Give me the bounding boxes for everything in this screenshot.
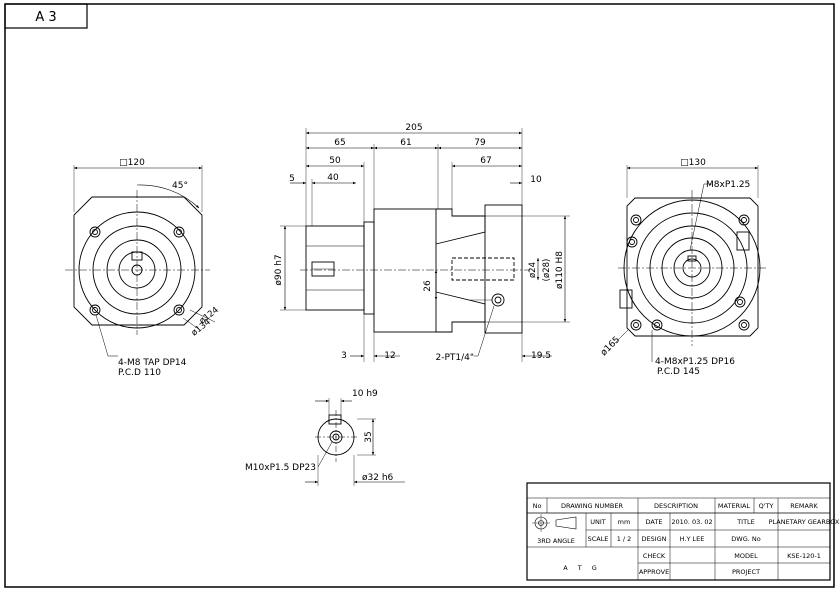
rear-pcd-note: P.C.D 145 — [657, 367, 700, 377]
shaft-height-dim: 35 — [364, 431, 374, 442]
shaft-end-view — [305, 398, 405, 486]
rear-bolt-hole — [738, 319, 750, 331]
dim-61: 61 — [400, 138, 411, 148]
rear-bolt-hole — [626, 236, 638, 248]
front-tap-hole — [173, 304, 185, 316]
rear-bolt-hole — [651, 319, 663, 331]
tb-design-value: H.Y LEE — [680, 535, 705, 543]
tb-approve-label: APPROVE — [639, 568, 669, 576]
tb-date-value: 2010. 03. 02 — [671, 518, 712, 526]
rear-clamp-slot-left — [619, 289, 633, 309]
tb-header-no: No — [533, 502, 542, 510]
tb-scale-value: 1 / 2 — [617, 535, 632, 543]
rear-view — [613, 165, 768, 362]
side-taper — [435, 208, 486, 333]
tb-header-qty: Q'TY — [759, 502, 774, 510]
shaft-dia-dim: ø32 h6 — [362, 473, 394, 483]
dim-26: 26 — [423, 280, 433, 292]
dim-40: 40 — [327, 173, 339, 183]
side-body — [373, 208, 437, 333]
rear-clamp-slot — [736, 231, 750, 251]
front-square-dimension: □120 — [119, 158, 145, 168]
shaft-key — [328, 414, 342, 425]
tb-date-label: DATE — [646, 518, 663, 526]
shaft-thread-note: M10xP1.5 DP23 — [245, 463, 316, 473]
side-input-bore — [451, 257, 515, 281]
rear-bolt-hole — [738, 214, 750, 226]
port-note: 2-PT1/4" — [435, 353, 474, 363]
side-view — [280, 128, 570, 362]
front-pcd-note: P.C.D 110 — [118, 368, 161, 378]
tb-check-label: CHECK — [643, 552, 666, 560]
dim-3: 3 — [341, 351, 347, 361]
drawing-border — [4, 3, 835, 588]
side-port — [491, 293, 505, 307]
front-view — [65, 165, 216, 357]
dim-10-side: 10 — [530, 175, 542, 185]
tb-company-logo: A T G — [563, 564, 601, 572]
rear-bolt-note: 4-M8xP1.25 DP16 — [655, 357, 735, 367]
sheet-size-label: A 3 — [35, 10, 56, 25]
dim-65: 65 — [334, 138, 345, 148]
tb-header-description: DESCRIPTION — [654, 502, 698, 510]
dim-50: 50 — [329, 156, 341, 166]
tb-scale-label: SCALE — [588, 535, 609, 543]
side-motor-flange — [484, 204, 523, 334]
front-tap-hole — [89, 304, 101, 316]
rear-dia-165: ø165 — [599, 335, 622, 358]
side-output-shaft — [305, 225, 365, 311]
shaft-key-dim: 10 h9 — [352, 389, 378, 399]
tb-title-label: TITLE — [736, 518, 755, 526]
dim-5: 5 — [289, 174, 295, 184]
tb-unit-value: mm — [618, 518, 631, 526]
title-block: No DRAWING NUMBER DESCRIPTION MATERIAL Q… — [526, 482, 839, 581]
rear-thread-top: M8xP1.25 — [706, 180, 750, 190]
tb-projection: 3RD ANGLE — [537, 537, 575, 545]
tb-header-remark: REMARK — [790, 502, 818, 510]
dim-67: 67 — [480, 156, 491, 166]
sheet-size-box: A 3 — [4, 3, 88, 29]
dim-dia-28: (ø28) — [542, 259, 552, 282]
tb-design-label: DESIGN — [641, 535, 666, 543]
tb-title-value: PLANETARY GEARBOX — [769, 518, 839, 526]
tb-model-value: KSE-120-1 — [787, 552, 821, 560]
front-tap-hole — [89, 226, 101, 238]
rear-bolt-hole — [630, 319, 642, 331]
dim-205: 205 — [405, 123, 422, 133]
front-tap-note: 4-M8 TAP DP14 — [118, 358, 187, 368]
front-tap-hole — [173, 226, 185, 238]
side-flange — [363, 221, 375, 315]
dim-dia-24: ø24 — [528, 262, 538, 278]
rear-square-dimension: □130 — [680, 158, 706, 168]
rear-bolt-hole — [630, 214, 642, 226]
tb-header-drawing-number: DRAWING NUMBER — [561, 502, 623, 510]
front-flange-outline — [73, 196, 203, 326]
dim-dia-90: ø90 h7 — [274, 254, 284, 285]
tb-header-material: MATERIAL — [718, 502, 751, 510]
dim-79: 79 — [474, 138, 486, 148]
tb-unit-label: UNIT — [590, 518, 606, 526]
tb-dwg-label: DWG. No — [731, 535, 760, 543]
dim-12: 12 — [384, 351, 395, 361]
rear-bolt-hole — [734, 296, 746, 308]
dim-dia-110: ø110 H8 — [555, 251, 565, 289]
tb-model-label: MODEL — [734, 552, 758, 560]
tb-project-label: PROJECT — [732, 568, 760, 576]
dim-19-5: 19.5 — [531, 351, 551, 361]
front-angle-dimension: 45° — [172, 181, 188, 191]
